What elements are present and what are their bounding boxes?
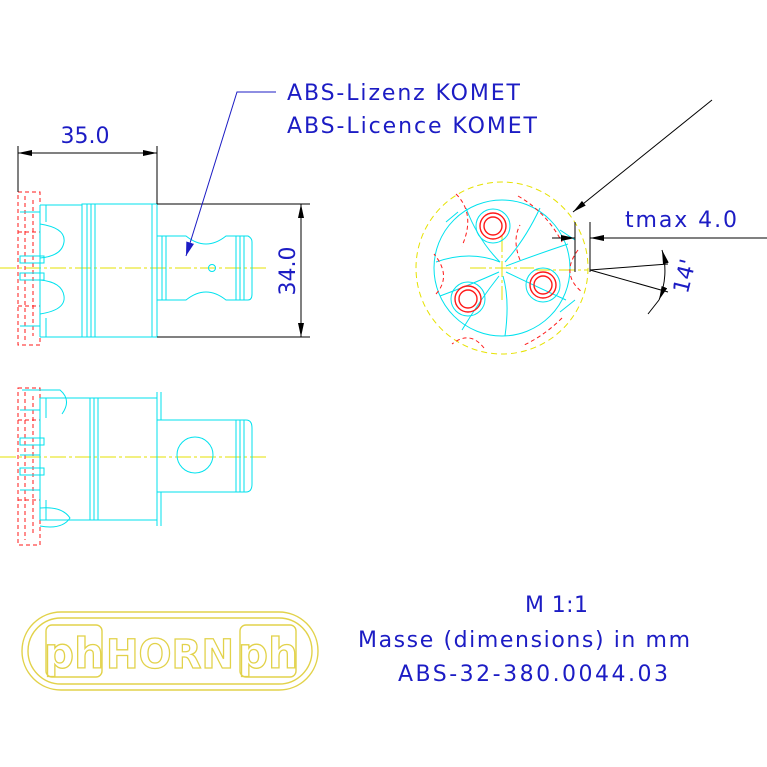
shank-profile	[157, 419, 253, 493]
blade-edge	[502, 275, 508, 337]
blade-edge	[439, 271, 500, 297]
angle-leg	[589, 263, 669, 271]
insert-loop-bottom	[39, 279, 65, 315]
insert-tooth	[19, 255, 45, 264]
dimension-tmax: tmax 4.0	[552, 99, 767, 272]
logo-right-mark: ph	[238, 629, 298, 678]
body-circle	[433, 199, 571, 337]
hole-boss	[525, 267, 561, 303]
title-block: M 1:1 Masse (dimensions) in mm ABS-32-38…	[358, 593, 690, 687]
coolant-holes	[450, 208, 561, 317]
shank-grooves	[161, 236, 245, 300]
horn-logo: ph HORN ph	[21, 611, 319, 691]
blade-edge	[504, 207, 541, 263]
insert-tooth	[19, 467, 45, 476]
logo-left-mark: ph	[44, 629, 104, 678]
logo-left-box	[45, 624, 103, 678]
body-grooves	[93, 392, 162, 526]
insert-outline	[19, 204, 82, 338]
dimension-length: 35.0	[17, 124, 158, 204]
angle-leader	[647, 299, 660, 315]
angle-leg	[589, 269, 669, 293]
insert-loop-bottom	[39, 507, 71, 528]
insert-outline	[19, 389, 90, 528]
coolant-hole-inner	[533, 275, 553, 295]
end-view	[415, 181, 589, 355]
coolant-hole-outer	[454, 285, 482, 313]
coolant-hole-inner	[458, 289, 478, 309]
scallop	[433, 253, 444, 295]
insert-detail	[20, 205, 47, 337]
units-note: Masse (dimensions) in mm	[358, 628, 690, 653]
insert-detail	[20, 398, 47, 520]
insert-red-hidden	[17, 387, 41, 546]
side-view-bottom	[0, 387, 268, 546]
tool-body	[89, 397, 158, 521]
center-cross	[470, 236, 588, 300]
coolant-hole-outer	[529, 271, 557, 299]
insert-scallops-hidden	[433, 193, 583, 349]
license-leader	[185, 91, 276, 257]
logo-outer-frame	[21, 611, 319, 691]
blade-edge	[435, 255, 501, 263]
scale-label: M 1:1	[525, 593, 588, 618]
shank-flat-circle	[176, 436, 214, 474]
dimension-angle: 14'	[589, 249, 702, 315]
part-number: ABS-32-380.0044.03	[398, 662, 668, 687]
dimension-length-label: 35.0	[61, 124, 110, 149]
scallop	[569, 249, 583, 293]
shank-hole	[208, 264, 216, 272]
scallop	[455, 193, 469, 247]
insert-tooth	[19, 272, 45, 281]
insert-tooth	[19, 437, 45, 446]
tmax-leader	[572, 99, 713, 213]
shank-grooves	[235, 420, 245, 492]
blade-edge	[505, 271, 567, 301]
scallop	[451, 337, 485, 349]
dimension-angle-label: 14'	[669, 257, 701, 296]
license-label-en: ABS-Licence KOMET	[287, 114, 538, 139]
blade-edge	[505, 243, 569, 267]
hole-boss	[475, 208, 511, 244]
dimension-diameter-label: 34.0	[276, 247, 301, 296]
cutting-circle	[415, 181, 589, 355]
license-label-de: ABS-Lizenz KOMET	[287, 81, 521, 106]
dimension-diameter: 34.0	[157, 203, 310, 338]
coolant-hole-inner	[483, 216, 503, 236]
logo-inner-frame	[27, 617, 313, 685]
body-grooves	[86, 204, 153, 337]
shank-profile	[157, 235, 253, 301]
hole-boss	[450, 281, 486, 317]
angle-arc	[658, 249, 669, 301]
coolant-hole-outer	[479, 212, 507, 240]
insert-edge	[39, 204, 82, 338]
scallop	[515, 224, 521, 261]
tool-body	[81, 203, 158, 338]
insert-edge	[22, 389, 90, 521]
logo-wordmark: HORN	[106, 632, 234, 678]
scallop	[517, 195, 563, 243]
license-callout: ABS-Lizenz KOMET ABS-Licence KOMET	[185, 81, 538, 257]
side-view-top	[0, 191, 268, 346]
dimension-tmax-label: tmax 4.0	[625, 208, 737, 233]
logo-right-box	[239, 624, 297, 678]
insert-envelope	[17, 387, 41, 546]
insert-loop-top	[39, 223, 65, 259]
scallop	[521, 317, 563, 347]
